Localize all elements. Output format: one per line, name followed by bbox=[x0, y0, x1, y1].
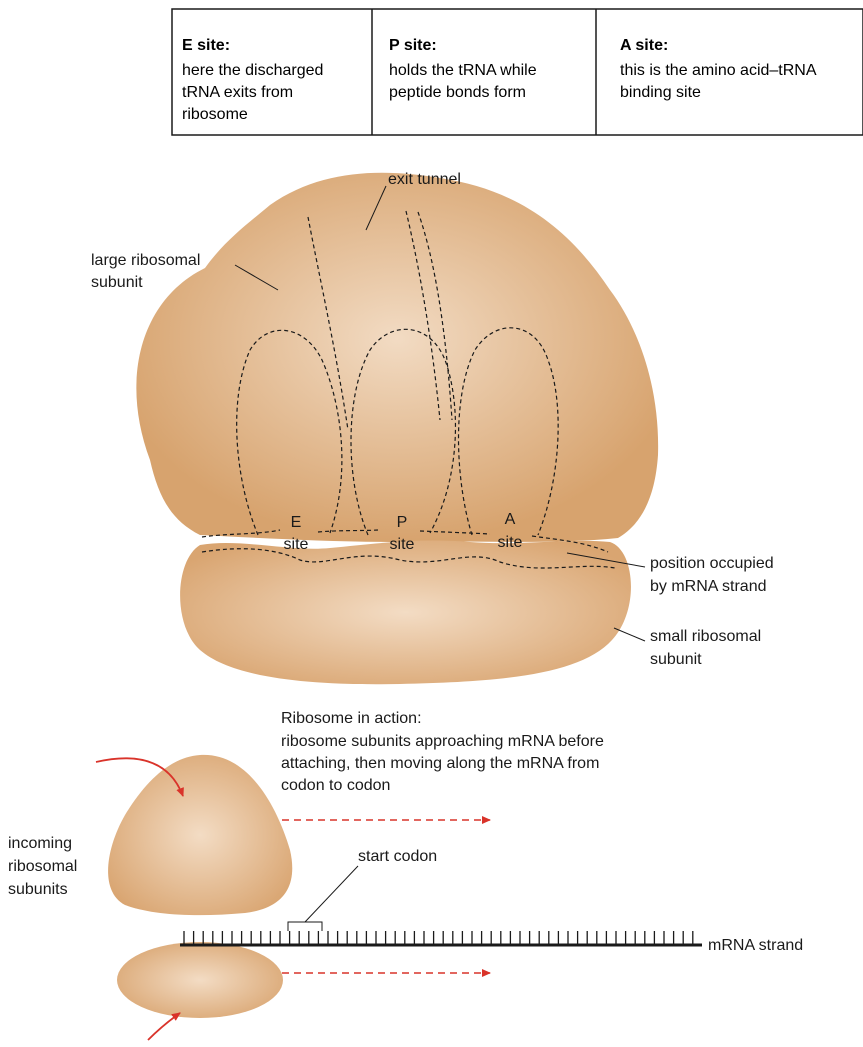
ribosome-in-action: Ribosome in action: ribosome subunits ap… bbox=[8, 710, 803, 1040]
large-ribosomal-subunit-shape bbox=[136, 173, 658, 542]
incoming-subunits-label-line: ribosomal bbox=[8, 858, 77, 875]
a-site-word: site bbox=[498, 534, 523, 551]
incoming-large-subunit-shape bbox=[108, 755, 292, 915]
start-codon-leader bbox=[305, 866, 358, 922]
incoming-subunits-label-line: incoming bbox=[8, 835, 72, 852]
e-site-cell: E site: here the discharged tRNA exits f… bbox=[182, 37, 323, 123]
large-subunit-label-line: subunit bbox=[91, 274, 143, 291]
a-site-cell: A site: this is the amino acid–tRNA bind… bbox=[620, 37, 817, 101]
e-site-title: E site: bbox=[182, 37, 230, 54]
e-site-desc-line: tRNA exits from bbox=[182, 84, 293, 101]
incoming-subunits-label-line: subunits bbox=[8, 881, 68, 898]
ribosome-main: E site P site A site exit tunnel large r… bbox=[91, 171, 774, 684]
small-subunit-label-line: subunit bbox=[650, 651, 702, 668]
start-codon-bracket bbox=[288, 922, 322, 931]
e-site-desc-line: here the discharged bbox=[182, 62, 323, 79]
a-site-desc-line: this is the amino acid–tRNA bbox=[620, 62, 817, 79]
a-site-letter: A bbox=[505, 511, 516, 528]
small-subunit-label-line: small ribosomal bbox=[650, 628, 761, 645]
mrna-strand-label: mRNA strand bbox=[708, 937, 803, 954]
mrna-position-label-line: by mRNA strand bbox=[650, 578, 766, 595]
start-codon-label: start codon bbox=[358, 848, 437, 865]
large-subunit-label-line: large ribosomal bbox=[91, 252, 200, 269]
p-site-word: site bbox=[390, 536, 415, 553]
e-site-letter: E bbox=[291, 514, 302, 531]
action-desc-line: ribosome subunits approaching mRNA befor… bbox=[281, 733, 604, 750]
e-site-word: site bbox=[284, 536, 309, 553]
action-title: Ribosome in action: bbox=[281, 710, 422, 727]
site-table: E site: here the discharged tRNA exits f… bbox=[172, 9, 863, 135]
mrna-codon-ticks bbox=[184, 931, 693, 945]
a-site-desc-line: binding site bbox=[620, 84, 701, 101]
incoming-arrow-bottom bbox=[148, 1013, 180, 1040]
action-desc-line: codon to codon bbox=[281, 777, 390, 794]
incoming-small-subunit-shape bbox=[117, 942, 283, 1018]
p-site-title: P site: bbox=[389, 37, 437, 54]
p-site-desc-line: peptide bonds form bbox=[389, 84, 526, 101]
small-subunit-leader bbox=[614, 628, 645, 641]
small-ribosomal-subunit-shape bbox=[180, 541, 631, 685]
p-site-desc-line: holds the tRNA while bbox=[389, 62, 537, 79]
p-site-letter: P bbox=[397, 514, 408, 531]
mrna-position-label-line: position occupied bbox=[650, 555, 774, 572]
p-site-cell: P site: holds the tRNA while peptide bon… bbox=[389, 37, 537, 101]
action-desc-line: attaching, then moving along the mRNA fr… bbox=[281, 755, 599, 772]
a-site-title: A site: bbox=[620, 37, 668, 54]
exit-tunnel-label: exit tunnel bbox=[388, 171, 461, 188]
e-site-desc-line: ribosome bbox=[182, 106, 248, 123]
